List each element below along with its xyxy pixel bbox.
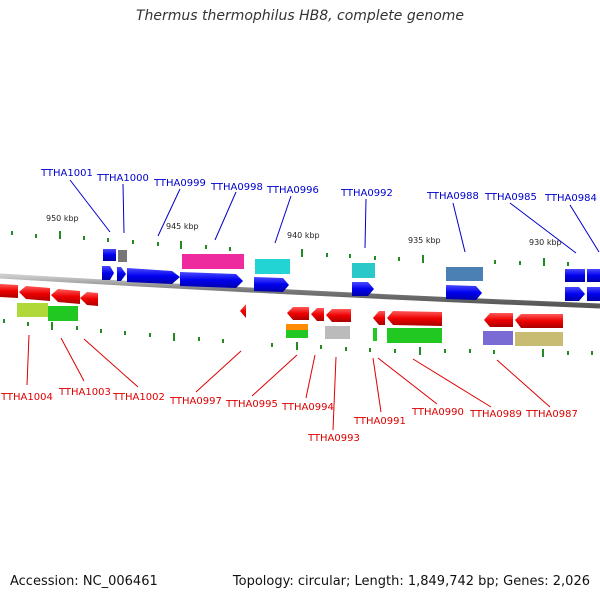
gene-label: TTHA0988 [426,191,479,202]
gene-label: TTHA0985 [484,192,537,203]
gene-arrow [484,313,513,327]
scale-label: 950 kbp [46,214,79,223]
feature-box [118,250,127,262]
gene-label: TTHA1004 [0,392,53,403]
gene-arrow [587,287,600,301]
gene-arrow [80,292,98,306]
reverse-label-leaders [26,334,551,431]
forward-label-leaders [69,179,600,254]
feature-box [446,267,483,281]
gene-label: TTHA1001 [40,168,93,179]
genome-backbone [0,273,600,309]
gene-arrow [446,285,482,300]
gene-arrow [326,309,351,322]
gene-arrow [127,268,180,284]
feature-box [286,324,308,330]
map-title: Thermus thermophilus HB8, complete genom… [135,8,465,24]
scale-label: 940 kbp [287,231,320,240]
gene-label: TTHA0993 [307,433,360,444]
gene-arrow [352,282,374,296]
gene-label: TTHA0999 [153,178,206,189]
feature-box [515,332,563,346]
gene-label: TTHA1002 [112,392,165,403]
feature-box [17,303,48,317]
feature-box [352,263,375,278]
gene-arrow [565,269,585,282]
gene-label: TTHA0991 [353,416,406,427]
gene-arrow [102,266,114,280]
gene-arrow [311,308,324,321]
feature-box [286,330,308,338]
feature-box [48,306,78,321]
gene-arrow [19,286,50,301]
gene-arrow [387,311,442,326]
forward-strand-genes [102,249,600,301]
gene-arrow [515,314,563,328]
gene-arrow [565,287,585,301]
gene-label: TTHA1000 [96,173,149,184]
scale-ticks-lower [3,319,593,357]
scale-label: 945 kbp [166,222,199,231]
feature-box [182,254,244,269]
gene-label: TTHA1003 [58,387,111,398]
genome-summary-text: Topology: circular; Length: 1,849,742 bp… [232,574,590,589]
gene-label: TTHA0987 [525,409,578,420]
feature-box [387,328,442,343]
gene-label: TTHA0995 [225,399,278,410]
accession-text: Accession: NC_006461 [10,574,158,589]
gene-label: TTHA0992 [340,188,393,199]
gene-arrow [254,277,289,292]
scale-label: 935 kbp [408,236,441,245]
gene-arrow [240,304,246,318]
scale-ticks-upper [11,231,569,266]
gene-arrow [51,289,80,304]
gene-arrow [117,267,126,281]
reverse-strand-genes [0,284,563,328]
feature-box [325,326,350,339]
gene-arrow [287,307,309,320]
gene-label: TTHA0990 [411,407,464,418]
gene-label: TTHA0998 [210,182,263,193]
gene-box [103,249,116,261]
feature-box [255,259,290,274]
gene-label: TTHA0997 [169,396,222,407]
gene-label: TTHA0996 [266,185,319,196]
feature-box [483,331,513,345]
gene-label: TTHA0984 [544,193,597,204]
gene-arrow [0,284,18,298]
gene-label: TTHA0994 [281,402,334,413]
gene-arrow [180,272,243,288]
scale-label: 930 kbp [529,238,562,247]
gene-arrow [587,269,600,282]
gene-label: TTHA0989 [469,409,522,420]
gene-arrow [373,311,385,325]
feature-box [373,328,377,341]
